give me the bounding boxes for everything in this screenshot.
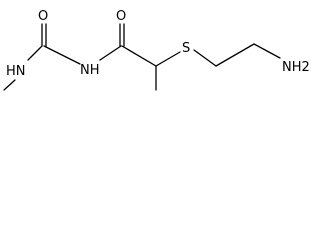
bond-ch2-ch2: [215, 43, 255, 67]
atom-label-nh: NH: [80, 63, 100, 78]
bond-sulfur-ch2: [193, 49, 217, 67]
atom-labels: HN O NH O S NH2: [6, 9, 310, 79]
bonds: [3, 23, 281, 91]
atom-label-nh2: NH2: [282, 60, 310, 75]
bond-methyl-nh: [3, 79, 16, 91]
atom-label-sulfur: S: [182, 41, 190, 56]
atom-label-hn: HN: [6, 64, 26, 79]
molecule-diagram: HN O NH O S NH2: [3, 9, 310, 91]
bond-nh-amide-carbon: [99, 45, 122, 61]
atom-label-oxygen-left: O: [38, 9, 48, 24]
atom-label-oxygen-right: O: [116, 9, 126, 24]
bond-ch2-nh2: [253, 43, 281, 59]
bond-nh-urea-carbon: [27, 45, 43, 61]
bond-alpha-sulfur: [155, 51, 181, 67]
bond-amide-alpha: [121, 45, 157, 67]
bond-urea-carbon-nh: [43, 45, 81, 65]
